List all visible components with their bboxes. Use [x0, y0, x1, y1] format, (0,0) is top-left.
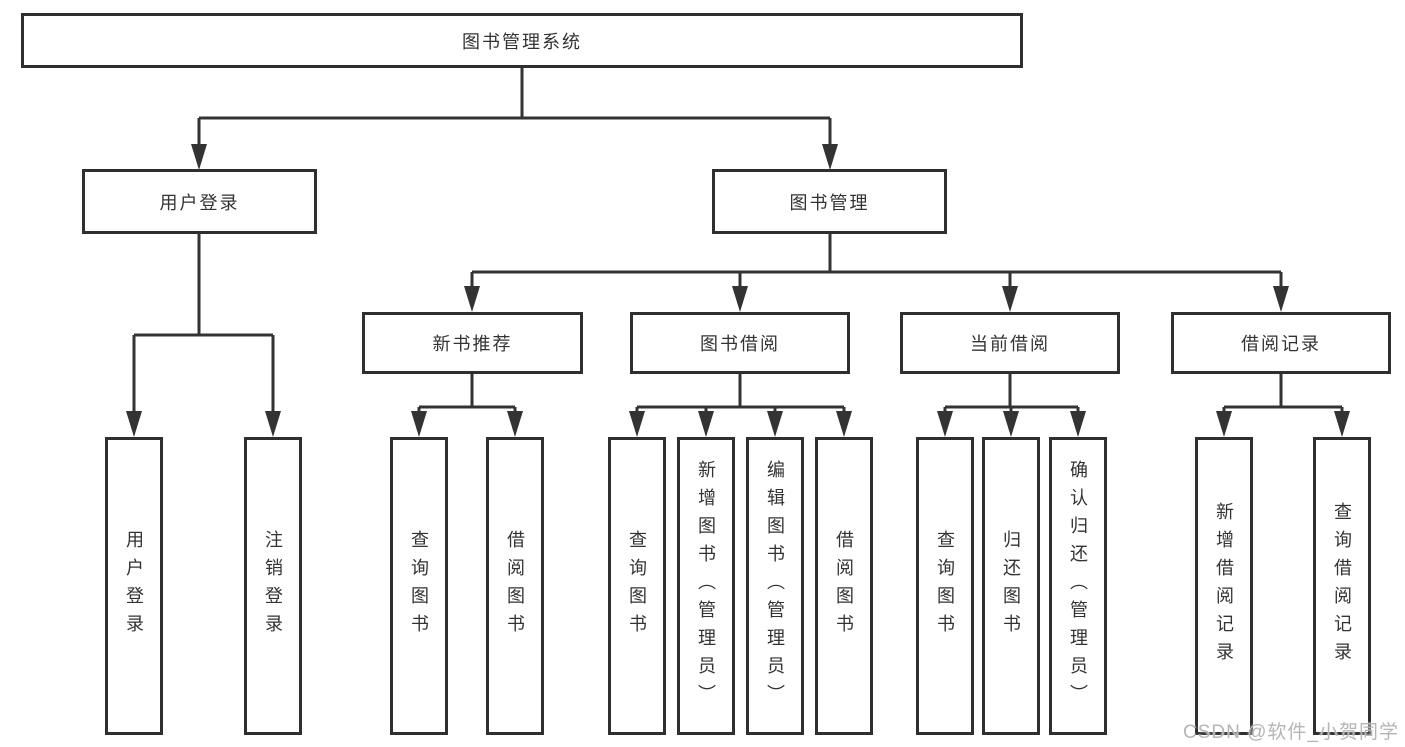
leaf-bb-edit-books-admin-label: 编辑图书（管理员） [765, 460, 785, 712]
leaf-bb-query-books: 查询图书 [608, 437, 666, 735]
leaf-cb-query-books: 查询图书 [916, 437, 974, 735]
leaf-cb-return-books-label: 归还图书 [1001, 530, 1021, 642]
leaf-br-add-record-label: 新增借阅记录 [1214, 502, 1234, 670]
leaf-nb-query-books: 查询图书 [390, 437, 448, 735]
node-root-system: 图书管理系统 [21, 13, 1023, 68]
leaf-cb-return-books: 归还图书 [982, 437, 1040, 735]
node-current-borrow: 当前借阅 [900, 312, 1120, 374]
leaf-bb-add-books-admin-label: 新增图书（管理员） [696, 460, 716, 712]
leaf-nb-borrow-books-label: 借阅图书 [505, 530, 525, 642]
leaf-nb-borrow-books: 借阅图书 [486, 437, 544, 735]
arrow-down-icons [126, 144, 1350, 437]
leaf-bb-borrow-books-label: 借阅图书 [834, 530, 854, 642]
leaf-bb-add-books-admin: 新增图书（管理员） [677, 437, 735, 735]
leaf-br-query-record: 查询借阅记录 [1313, 437, 1371, 735]
node-new-book-recommend-label: 新书推荐 [432, 334, 513, 354]
leaf-cb-query-books-label: 查询图书 [935, 530, 955, 642]
csdn-watermark: CSDN @软件_小贺同学 [1183, 722, 1399, 743]
node-user-login: 用户登录 [82, 169, 317, 234]
node-new-book-recommend: 新书推荐 [362, 312, 583, 374]
node-book-management-label: 图书管理 [789, 192, 870, 213]
leaf-logout-label: 注销登录 [263, 530, 283, 642]
leaf-bb-query-books-label: 查询图书 [627, 530, 647, 642]
leaf-br-query-record-label: 查询借阅记录 [1332, 502, 1352, 670]
leaf-br-add-record: 新增借阅记录 [1195, 437, 1253, 735]
leaf-cb-confirm-return-admin-label: 确认归还（管理员） [1068, 460, 1088, 712]
node-book-management: 图书管理 [712, 169, 947, 234]
node-current-borrow-label: 当前借阅 [970, 334, 1050, 354]
leaf-bb-edit-books-admin: 编辑图书（管理员） [746, 437, 804, 735]
leaf-cb-confirm-return-admin: 确认归还（管理员） [1049, 437, 1107, 735]
leaf-nb-query-books-label: 查询图书 [409, 530, 429, 642]
tree-edges [132, 68, 1344, 413]
node-root-system-label: 图书管理系统 [462, 31, 582, 52]
node-book-borrow-label: 图书借阅 [700, 334, 780, 354]
leaf-user-login-label: 用户登录 [124, 530, 144, 642]
leaf-user-login: 用户登录 [105, 437, 163, 735]
leaf-logout: 注销登录 [244, 437, 302, 735]
leaf-bb-borrow-books: 借阅图书 [815, 437, 873, 735]
node-borrow-records-label: 借阅记录 [1241, 334, 1321, 354]
node-user-login-label: 用户登录 [159, 192, 240, 213]
node-borrow-records: 借阅记录 [1171, 312, 1391, 374]
node-book-borrow: 图书借阅 [630, 312, 850, 374]
